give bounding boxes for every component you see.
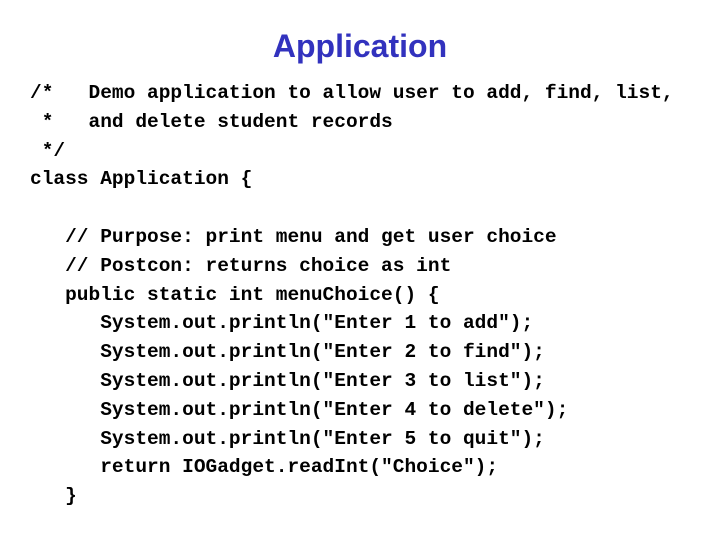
- slide-title: Application: [272, 28, 448, 64]
- code-block: /* Demo application to allow user to add…: [30, 82, 674, 508]
